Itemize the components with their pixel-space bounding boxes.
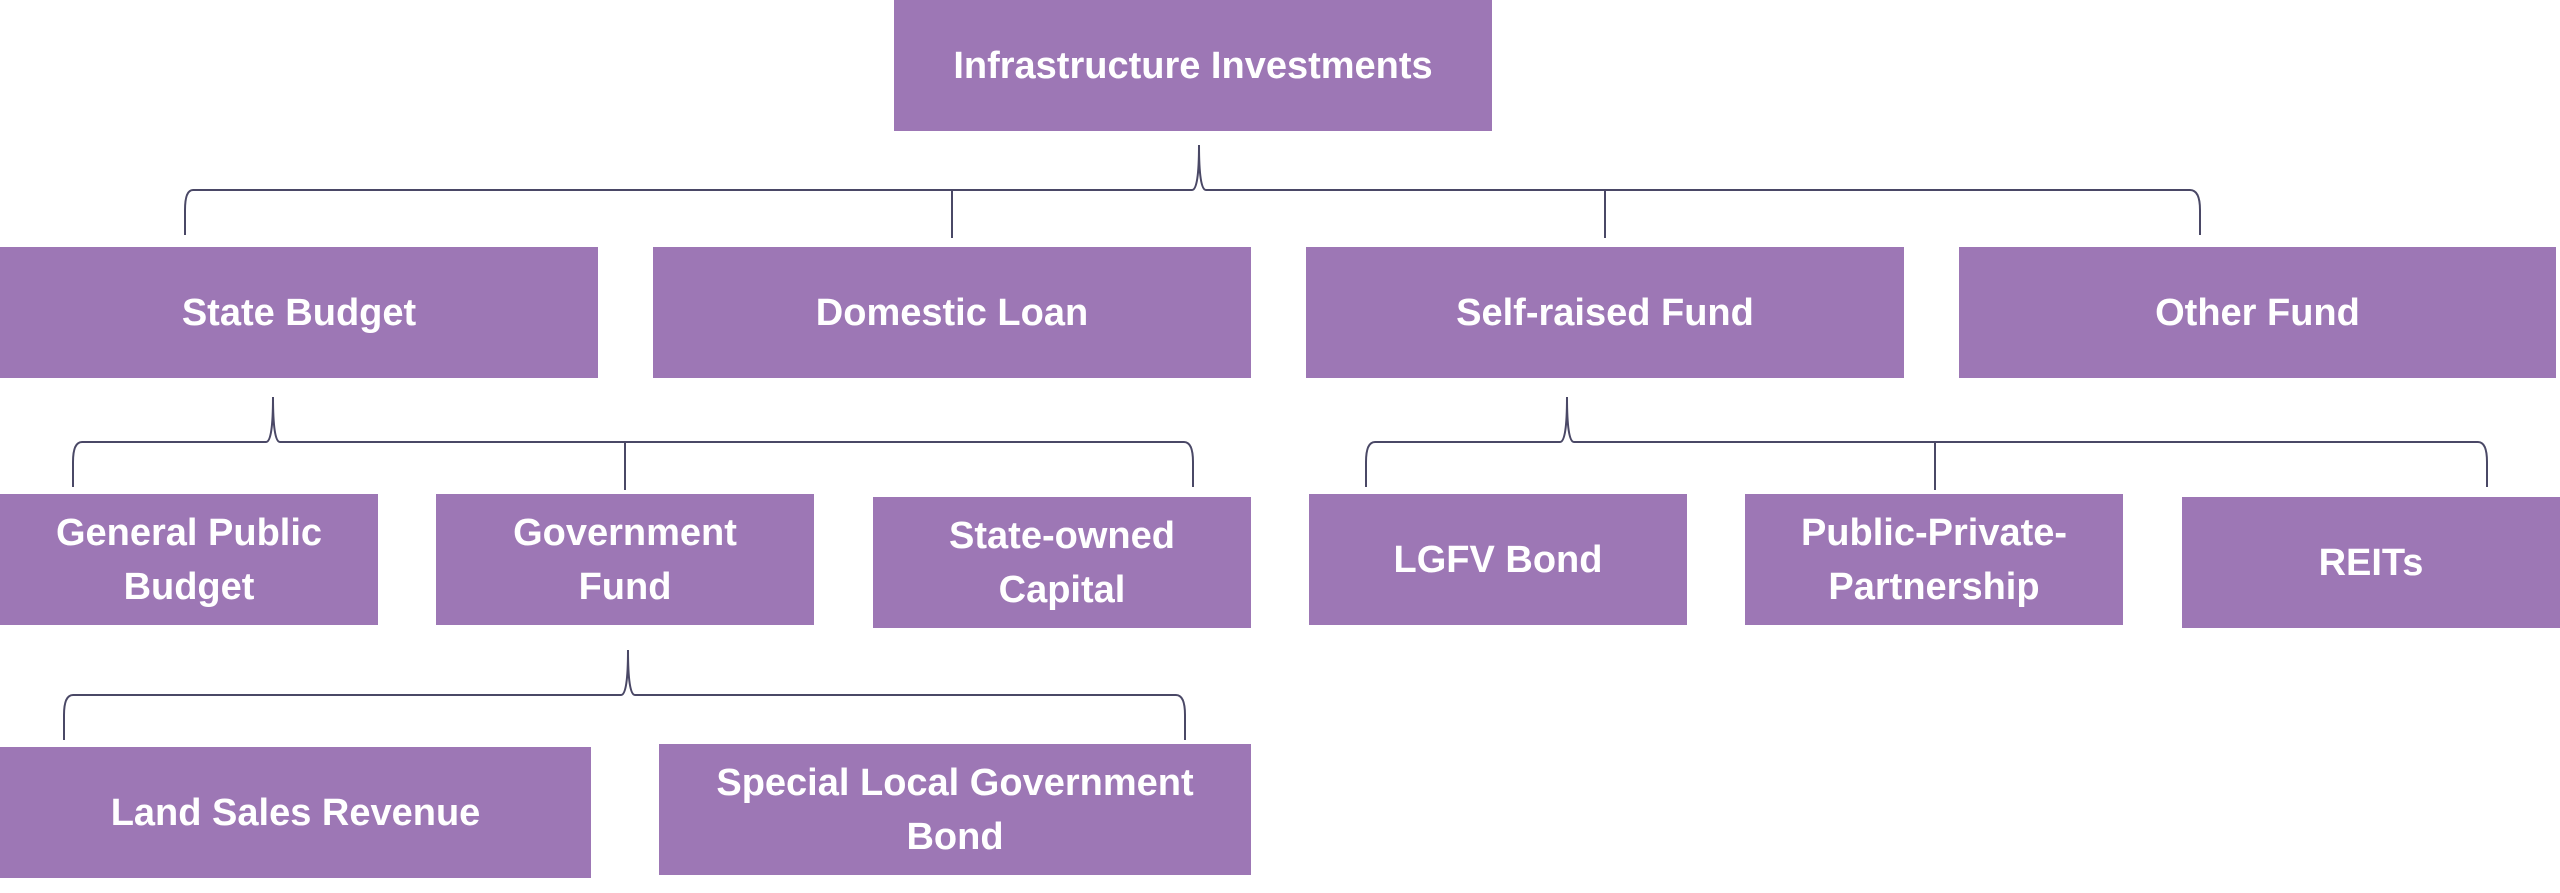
node-special-local-government-bond: Special Local Government Bond — [659, 744, 1251, 875]
node-label-line-2: Budget — [123, 565, 255, 608]
node-state-owned-capital: State-owned Capital — [873, 497, 1251, 628]
node-label-line-1: General Public — [55, 511, 323, 554]
node-label: REITs — [2318, 541, 2424, 584]
bracket-self-raised-fund — [1365, 396, 2488, 487]
node-label-line-1: State-owned — [949, 514, 1175, 557]
node-self-raised-fund: Self-raised Fund — [1306, 247, 1904, 378]
node-general-public-budget: General Public Budget — [0, 494, 378, 625]
node-label-line-1: Public-Private- — [1800, 511, 2068, 554]
node-reits: REITs — [2182, 497, 2560, 628]
node-label: LGFV Bond — [1393, 538, 1603, 581]
node-infrastructure-investments: Infrastructure Investments — [894, 0, 1492, 131]
node-lgfv-bond: LGFV Bond — [1309, 494, 1687, 625]
node-label-line-2: Partnership — [1828, 565, 2040, 608]
node-label: Other Fund — [2155, 291, 2360, 334]
node-government-fund: Government Fund — [436, 494, 814, 625]
node-public-private-partnership: Public-Private- Partnership — [1745, 494, 2123, 625]
bracket-government-fund — [63, 649, 1186, 740]
node-label: State Budget — [181, 291, 417, 334]
node-domestic-loan: Domestic Loan — [653, 247, 1251, 378]
node-other-fund: Other Fund — [1959, 247, 2556, 378]
node-state-budget: State Budget — [0, 247, 598, 378]
node-label: Self-raised Fund — [1456, 291, 1754, 334]
node-label-line-2: Fund — [578, 565, 672, 608]
node-label-line-1: Government — [513, 511, 737, 554]
bracket-root — [184, 144, 2201, 235]
node-label: Domestic Loan — [815, 291, 1089, 334]
node-label-line-2: Bond — [906, 815, 1004, 858]
node-label: Land Sales Revenue — [110, 791, 481, 834]
node-label: Infrastructure Investments — [953, 44, 1433, 87]
node-label-line-2: Capital — [998, 568, 1126, 611]
node-label-line-1: Special Local Government — [716, 761, 1194, 804]
bracket-state-budget — [72, 396, 1194, 487]
node-land-sales-revenue: Land Sales Revenue — [0, 747, 591, 878]
